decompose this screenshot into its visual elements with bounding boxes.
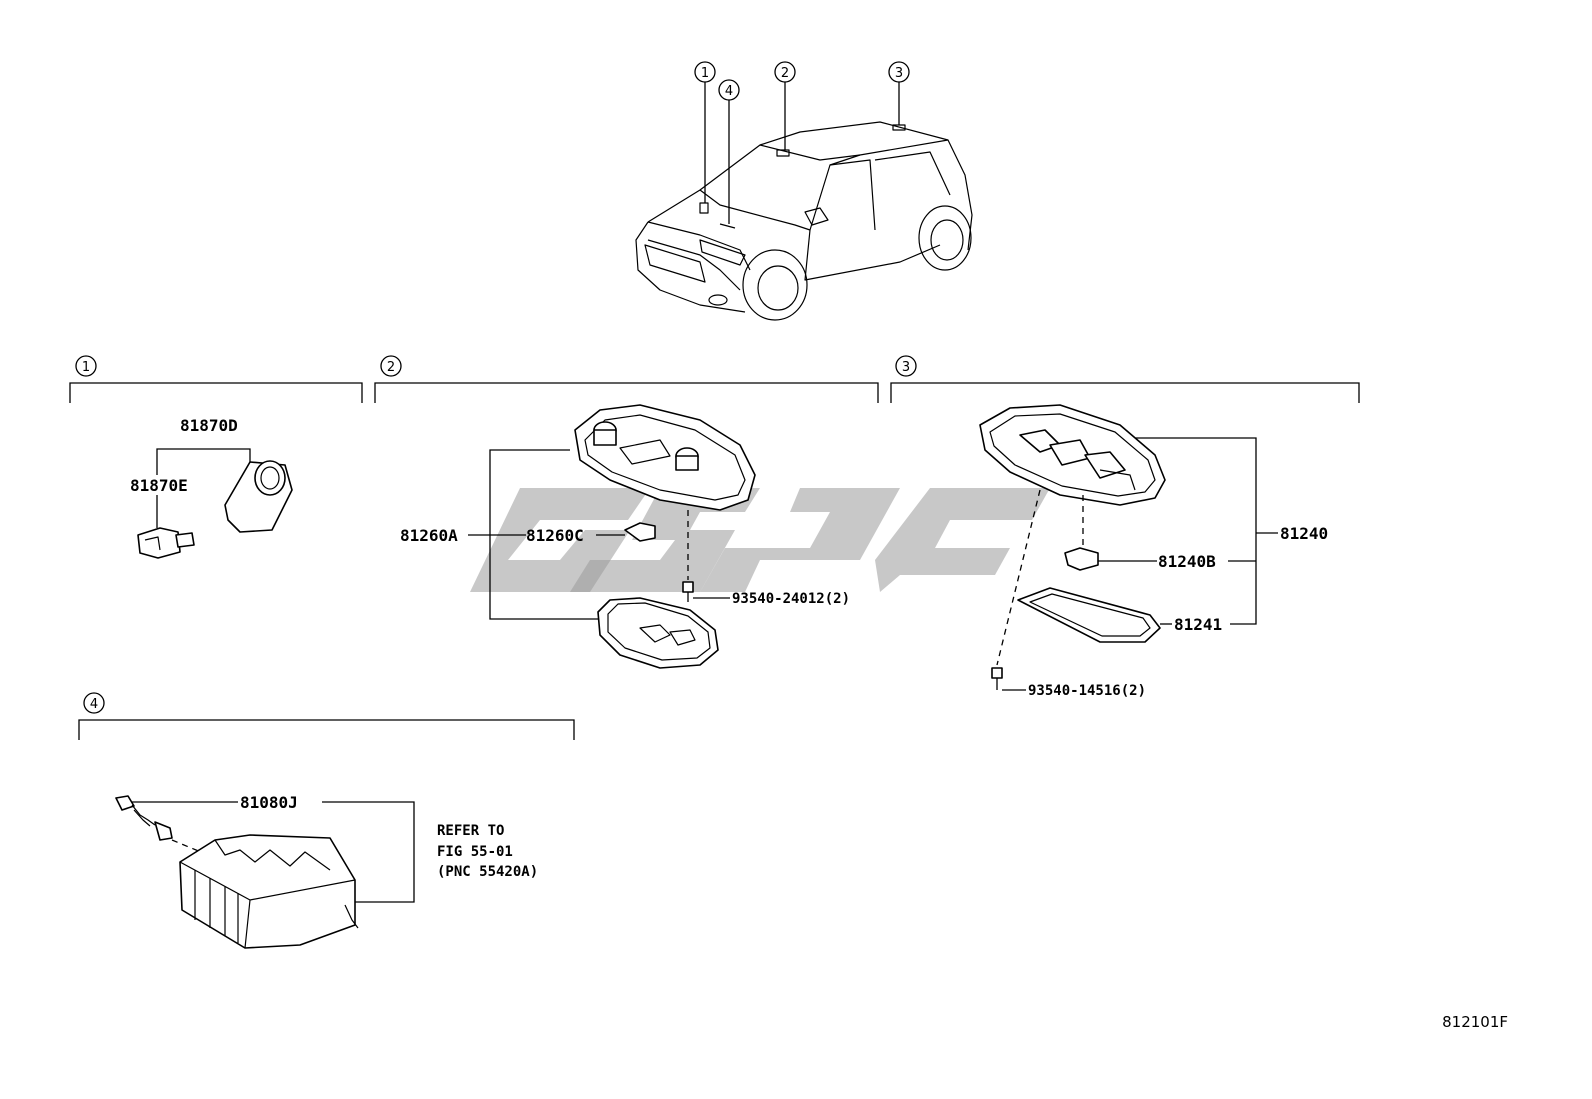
- part-81240b[interactable]: 81240B: [1158, 552, 1216, 571]
- vehicle-callouts: [694, 61, 910, 224]
- part-81241[interactable]: 81241: [1174, 615, 1222, 634]
- callout-1-top: 1: [701, 66, 709, 81]
- section-callout-2: 2: [387, 360, 395, 375]
- part-81260a[interactable]: 81260A: [400, 526, 458, 545]
- callout-2-top: 2: [781, 66, 789, 81]
- section-callout-3: 3: [902, 360, 910, 375]
- part-81240[interactable]: 81240: [1280, 524, 1328, 543]
- section-callout-4: 4: [90, 697, 98, 712]
- callout-4-top: 4: [725, 84, 733, 99]
- refer-line-2[interactable]: FIG 55-01: [437, 844, 513, 860]
- vehicle-overview: [635, 121, 973, 321]
- part-81080j[interactable]: 81080J: [240, 793, 298, 812]
- part-81870d[interactable]: 81870D: [180, 416, 238, 435]
- group4-parts: [115, 795, 415, 949]
- part-81870e[interactable]: 81870E: [130, 476, 188, 495]
- group2-parts: [468, 404, 756, 669]
- screw-93540-14516[interactable]: 93540-14516(2): [1028, 683, 1146, 699]
- screw-93540-24012[interactable]: 93540-24012(2): [732, 591, 850, 607]
- group3-parts: [979, 404, 1278, 691]
- section-callout-1: 1: [82, 360, 90, 375]
- watermark-logo: [470, 488, 1050, 592]
- part-81260c[interactable]: 81260C: [526, 526, 584, 545]
- refer-line-3[interactable]: (PNC 55420A): [437, 864, 538, 880]
- refer-line-1: REFER TO: [437, 823, 504, 839]
- figure-code: 812101F: [1442, 1013, 1508, 1031]
- callout-3-top: 3: [895, 66, 903, 81]
- section-brackets: [69, 355, 1360, 740]
- group1-parts: [137, 448, 293, 559]
